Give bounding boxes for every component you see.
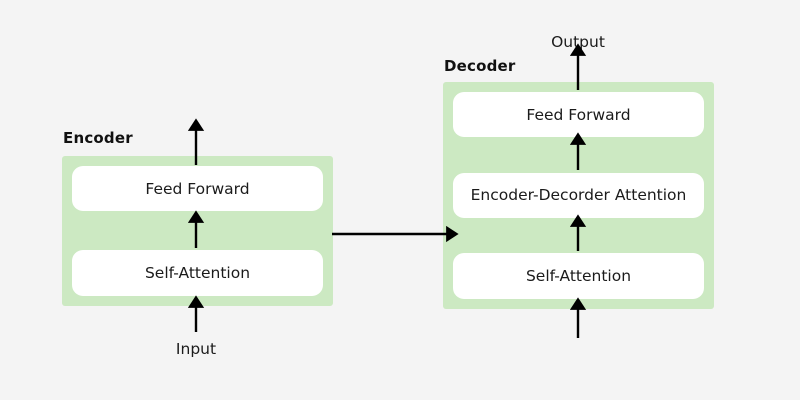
decoder-group-label: Decoder	[444, 57, 516, 75]
encoder-input-caption: Input	[175, 340, 217, 358]
decoder-stack-gap-upper	[453, 137, 704, 173]
decoder-layer-self-attention[interactable]: Self-Attention	[453, 253, 704, 299]
encoder-stack: Feed Forward Self-Attention	[62, 156, 333, 306]
decoder-layer-encoder-decoder-attention[interactable]: Encoder-Decorder Attention	[453, 172, 704, 218]
encoder-group-label: Encoder	[63, 129, 133, 147]
decoder-stack-gap-lower	[453, 218, 704, 254]
encoder-stack-gap	[72, 211, 323, 250]
decoder-stack: Feed Forward Encoder-Decorder Attention …	[443, 82, 714, 309]
encoder-layer-feed-forward[interactable]: Feed Forward	[72, 166, 323, 211]
decoder-layer-feed-forward[interactable]: Feed Forward	[453, 92, 704, 137]
encoder-layer-self-attention[interactable]: Self-Attention	[72, 250, 323, 296]
decoder-output-caption: Output	[551, 33, 605, 51]
